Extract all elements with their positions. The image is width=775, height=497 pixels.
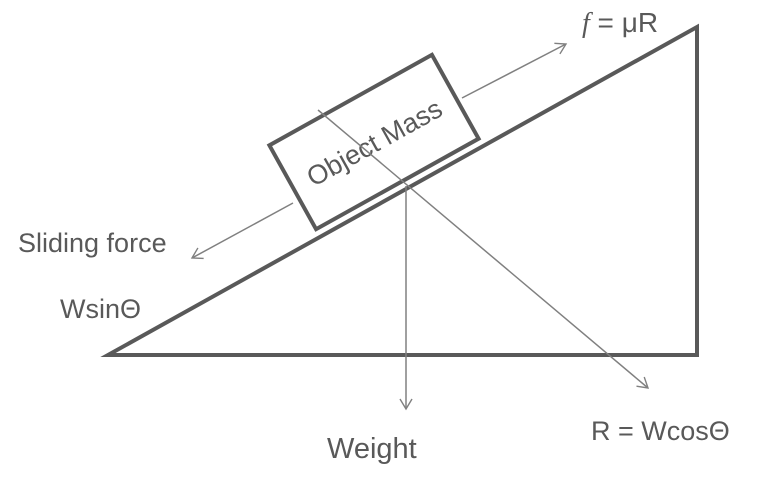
- object-mass-box: Object Mass: [266, 52, 482, 232]
- reaction-label: R = WcosΘ: [591, 416, 730, 446]
- friction-label: f = μR: [582, 7, 658, 39]
- wsin-theta-label: WsinΘ: [60, 294, 141, 324]
- inclined-plane: [100, 23, 699, 357]
- sliding-force-arrow: [190, 202, 294, 260]
- weight-label: Weight: [327, 433, 417, 465]
- friction-force-arrow: [461, 42, 568, 99]
- sliding-force-label: Sliding force: [18, 228, 167, 258]
- reaction-force-arrow: [317, 109, 650, 389]
